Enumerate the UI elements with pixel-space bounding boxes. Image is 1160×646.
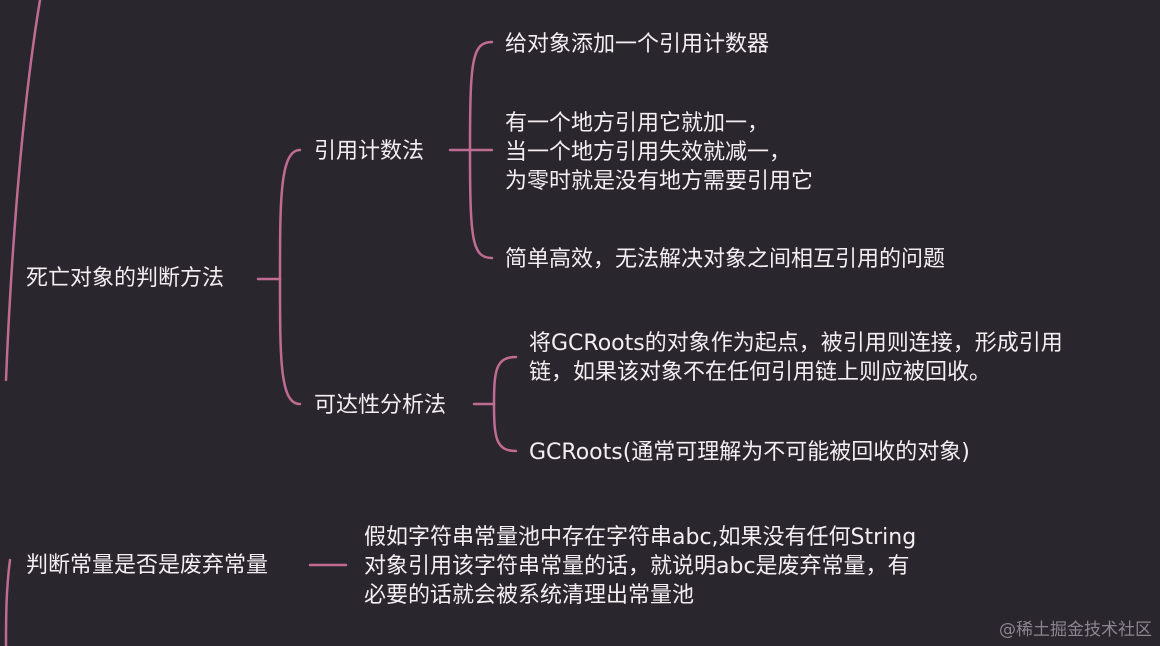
refcount-to-detail-3 bbox=[468, 148, 494, 260]
reachability-to-detail-1 bbox=[492, 355, 518, 406]
node-reachability-analysis[interactable]: 可达性分析法 bbox=[314, 393, 447, 418]
ra-detail-1-line-2: 链，如果该对象不在任何引用链上则应被回收。 bbox=[529, 360, 992, 385]
rc-detail-2-line-2: 当一个地方引用失效就减一， bbox=[505, 140, 792, 165]
constant-detail-line-3: 必要的话就会被系统清理出常量池 bbox=[364, 583, 695, 608]
ra-detail-1-line-1: 将GCRoots的对象作为起点，被引用则连接，形成引用 bbox=[529, 331, 1063, 356]
node-ra-detail-1[interactable]: 将GCRoots的对象作为起点，被引用则连接，形成引用 链，如果该对象不在任何引… bbox=[529, 329, 1063, 387]
rc-detail-2-line-3: 为零时就是没有地方需要引用它 bbox=[505, 169, 814, 194]
node-rc-detail-2[interactable]: 有一个地方引用它就加一， 当一个地方引用失效就减一， 为零时就是没有地方需要引用… bbox=[505, 109, 813, 196]
constant-detail-line-1: 假如字符串常量池中存在字符串abc,如果没有任何String bbox=[364, 525, 917, 550]
reachability-to-detail-2 bbox=[492, 402, 518, 453]
refcount-to-detail-1 bbox=[468, 40, 494, 152]
node-reference-counting[interactable]: 引用计数法 bbox=[314, 139, 425, 164]
node-ra-detail-2[interactable]: GCRoots(通常可理解为不可能被回收的对象) bbox=[529, 440, 970, 465]
node-constant-detail[interactable]: 假如字符串常量池中存在字符串abc,如果没有任何String 对象引用该字符串常… bbox=[364, 523, 916, 610]
node-constant-judgement[interactable]: 判断常量是否是废弃常量 bbox=[26, 553, 269, 578]
node-rc-detail-1[interactable]: 给对象添加一个引用计数器 bbox=[505, 32, 770, 57]
root-trunk-connector-lower bbox=[4, 558, 12, 646]
dead-object-to-reachability bbox=[278, 277, 302, 406]
dead-object-to-refcount bbox=[278, 148, 302, 281]
node-dead-object-judgement[interactable]: 死亡对象的判断方法 bbox=[26, 266, 225, 291]
node-rc-detail-3[interactable]: 简单高效，无法解决对象之间相互引用的问题 bbox=[505, 247, 946, 272]
watermark: @稀土掘金技术社区 bbox=[999, 620, 1152, 640]
constant-detail-line-2: 对象引用该字符串常量的话，就说明abc是废弃常量，有 bbox=[364, 554, 910, 579]
root-trunk-connector bbox=[4, 0, 42, 382]
rc-detail-2-line-1: 有一个地方引用它就加一， bbox=[505, 111, 770, 136]
